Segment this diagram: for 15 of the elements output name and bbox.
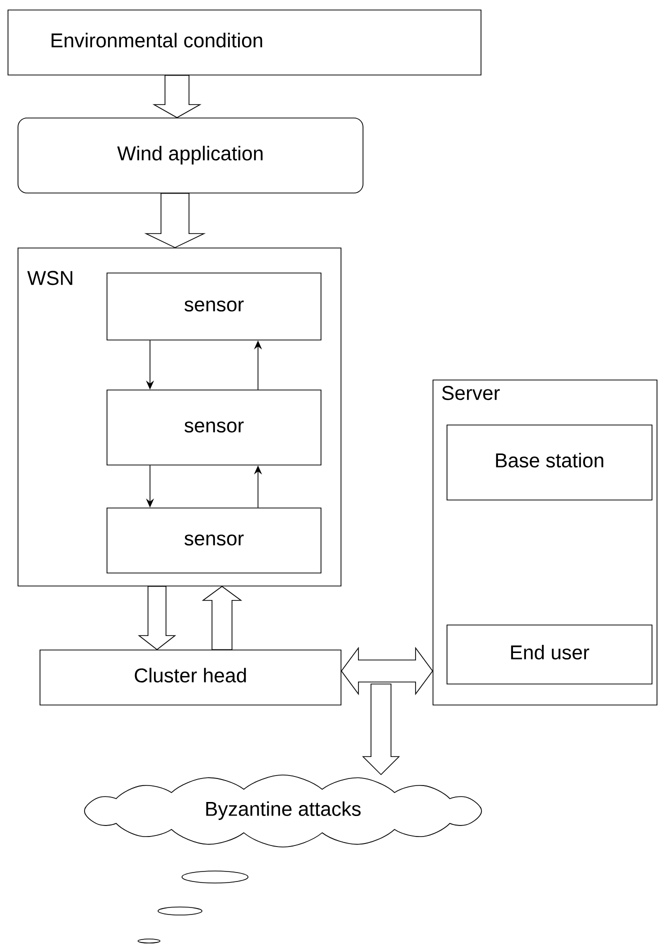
process-box: Base station bbox=[446, 424, 652, 500]
block-arrow bbox=[144, 193, 206, 248]
block-arrow bbox=[138, 586, 176, 650]
process-box: Cluster head bbox=[40, 650, 342, 706]
process-box: Environmental condition bbox=[8, 10, 482, 76]
sensor-box: sensor bbox=[106, 508, 322, 574]
sensor-box: sensor bbox=[106, 390, 322, 466]
process-box: End user bbox=[446, 624, 652, 684]
block-arrow bbox=[202, 586, 242, 650]
block-arrow bbox=[152, 75, 202, 118]
block-arrow bbox=[362, 684, 400, 776]
rounded-box: Wind application bbox=[18, 118, 364, 194]
sensor-box: sensor bbox=[106, 272, 322, 340]
group-heading: WSN bbox=[27, 270, 72, 286]
group-heading: Server bbox=[442, 386, 500, 400]
